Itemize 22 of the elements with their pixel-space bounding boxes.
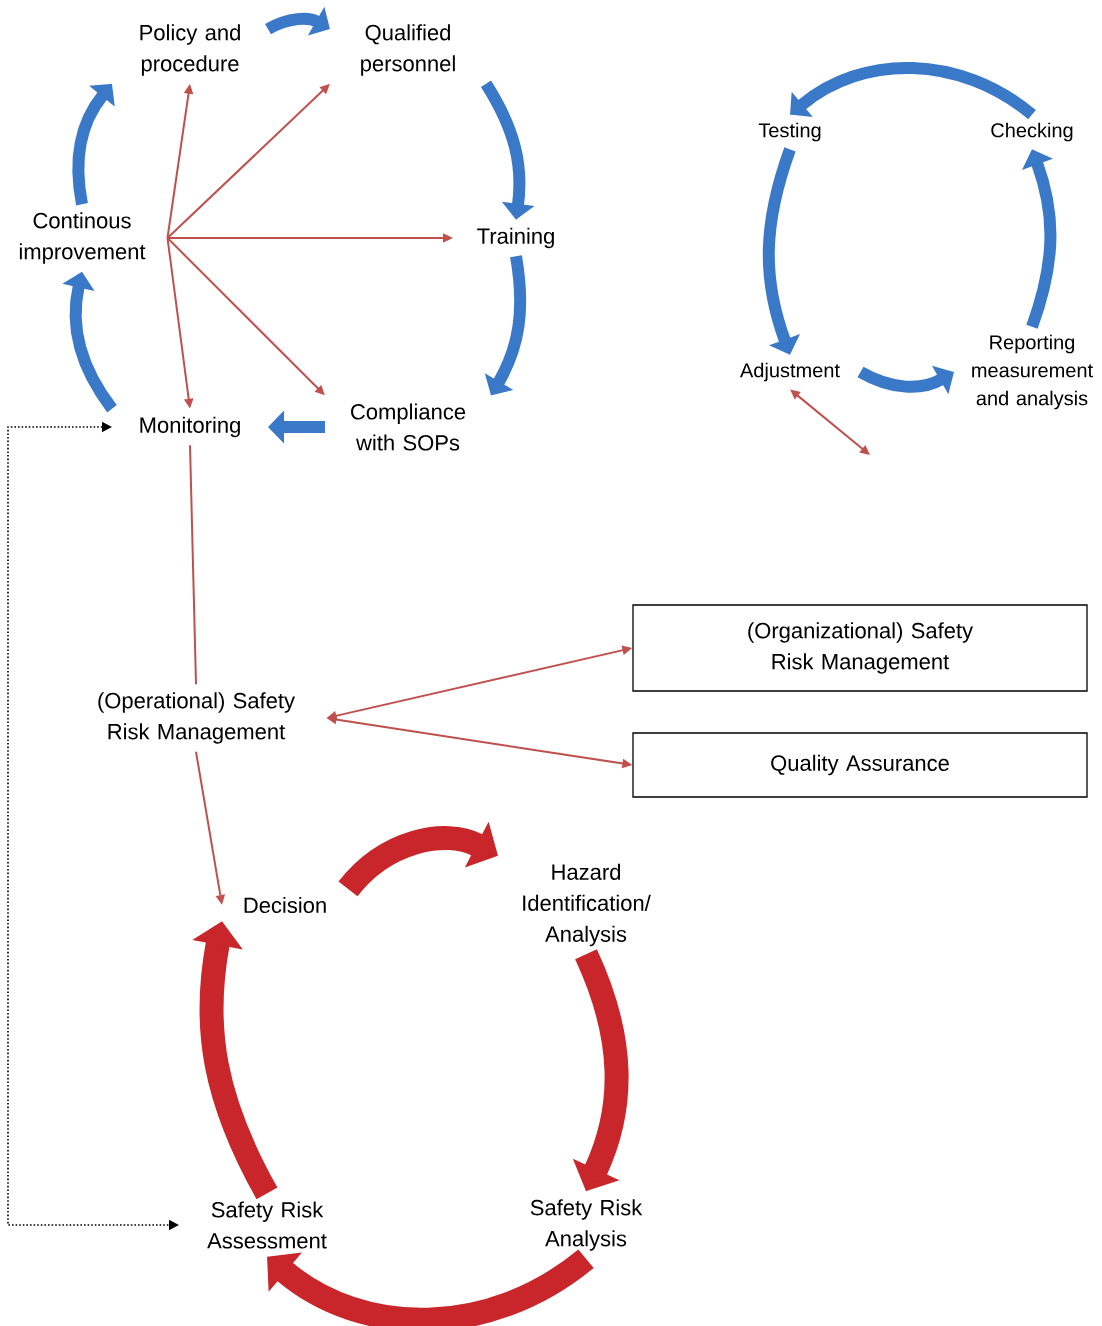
step-label: Adjustment (740, 362, 840, 382)
step-label: Policy and procedure (140, 24, 240, 76)
step-label: Checking (991, 122, 1073, 142)
process-box: (Organizational) Safety Risk Management (632, 604, 1088, 692)
curved-arrow (72, 83, 115, 206)
step-label: Testing (758, 122, 821, 142)
step-label: Safety Risk Analysis (530, 1199, 643, 1251)
step-label: Reporting measurement and analysis (972, 334, 1093, 410)
step-label: Training (477, 227, 554, 249)
curved-arrow (267, 1249, 594, 1326)
curved-arrow (790, 62, 1036, 120)
step-label: Safety Risk Assessment (207, 1201, 327, 1249)
step-label: Monitoring (140, 416, 240, 438)
step-label: Decision (244, 896, 326, 914)
connector-line (189, 444, 197, 686)
step-label: Qualified personnel (361, 24, 455, 76)
process-box: Quality Assurance (632, 732, 1088, 798)
step-label: (Operational) Safety Risk Management (98, 692, 295, 744)
step-label: Continous improvement (19, 212, 146, 264)
step-label: Hazard Identification/ Analysis (523, 863, 651, 947)
step-label: Compliance with SOPs (351, 403, 466, 451)
double-arrow (790, 389, 870, 455)
